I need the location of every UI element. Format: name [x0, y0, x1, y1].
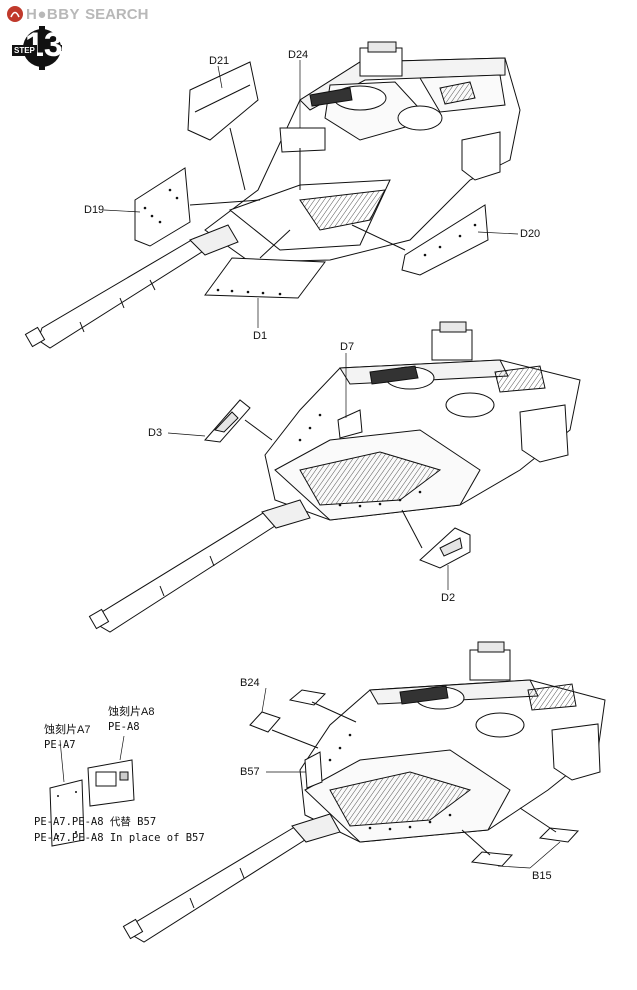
part-label-d7: D7: [340, 341, 355, 353]
etch-replace-en: PE-A7.PE-A8 In place of B57: [34, 832, 205, 844]
assembly-1-turret: [24, 41, 521, 349]
photo-etch-inset: [49, 735, 135, 847]
part-label-d3: D3: [148, 427, 163, 439]
part-label-b57: B57: [240, 766, 260, 778]
part-label-d19: D19: [84, 204, 105, 216]
etch-replace-cn: PE-A7.PE-A8 代替 B57: [34, 816, 157, 828]
logo-search-text: SEARCH: [85, 5, 149, 23]
hobby-search-logo-icon: [7, 6, 23, 22]
part-label-d21: D21: [209, 55, 230, 67]
part-label-d24: D24: [288, 49, 309, 61]
part-label-b24: B24: [240, 677, 260, 689]
assembly-2-turret: [88, 321, 581, 633]
etch-a7-code: PE-A7: [44, 739, 76, 751]
assembly-3-turret: [122, 641, 606, 943]
etch-a8-cn: 蚀刻片A8: [108, 706, 155, 718]
etch-a7-cn: 蚀刻片A7: [44, 724, 91, 736]
logo-brand-text: H●BBY: [26, 5, 81, 23]
part-label-d20: D20: [520, 228, 541, 240]
hobby-search-logo: H●BBY SEARCH: [6, 4, 148, 24]
step-label: STEP: [12, 45, 37, 56]
etch-a8-code: PE-A8: [108, 721, 140, 733]
part-label-d1: D1: [253, 330, 268, 342]
part-label-d2: D2: [441, 592, 456, 604]
part-label-b15: B15: [532, 870, 552, 882]
